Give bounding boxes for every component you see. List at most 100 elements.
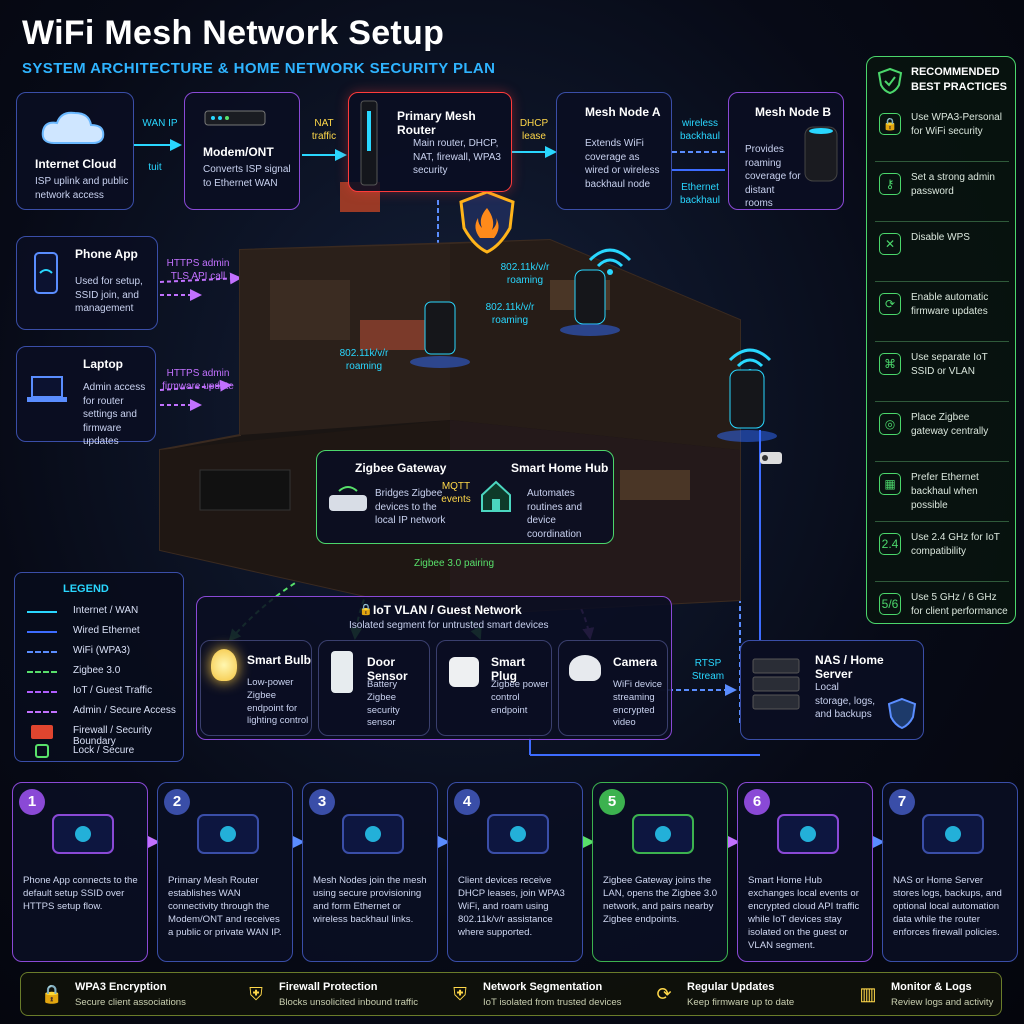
legend-label: Admin / Secure Access bbox=[73, 705, 176, 716]
legend-line bbox=[27, 631, 57, 633]
step-number: 4 bbox=[454, 789, 480, 815]
best-practice-item: ✕ Disable WPS bbox=[875, 227, 1009, 277]
https-admin-firmware-label: HTTPS admin firmware update bbox=[162, 368, 234, 392]
firewall-icon bbox=[31, 725, 53, 739]
modem-icon bbox=[204, 110, 266, 126]
step-text: Mesh Nodes join the mesh using secure pr… bbox=[313, 875, 427, 925]
phone-app-desc: Used for setup, SSID join, and managemen… bbox=[75, 276, 143, 314]
step-text: Primary Mesh Router establishes WAN conn… bbox=[168, 875, 282, 938]
legend-label: Internet / WAN bbox=[73, 605, 139, 616]
footer-item-title: Monitor & Logs bbox=[891, 981, 972, 993]
camera-icon bbox=[760, 452, 782, 464]
step-number: 6 bbox=[744, 789, 770, 815]
mesh-node-b-title: Mesh Node B bbox=[755, 105, 832, 119]
plug-icon bbox=[449, 657, 479, 687]
step-illustration bbox=[777, 814, 839, 854]
tv bbox=[199, 469, 291, 511]
best-practice-item: 🔒Use WPA3-Personal for WiFi security bbox=[875, 107, 1009, 157]
separator bbox=[875, 521, 1009, 522]
band-56-icon: 5/6 bbox=[879, 593, 901, 615]
footer-item-desc: Secure client associations bbox=[75, 997, 186, 1008]
primary-router-desc: Main router, DHCP, NAT, firewall, WPA3 s… bbox=[413, 138, 501, 176]
lock-icon bbox=[35, 744, 49, 758]
best-practice-text: Use WPA3-Personal for WiFi security bbox=[911, 112, 1002, 137]
nas-card[interactable]: NAS / Home Server Local storage, logs, a… bbox=[740, 640, 924, 740]
legend-dashed-line bbox=[27, 651, 57, 653]
lock-icon: 🔒 bbox=[40, 984, 64, 1004]
phone-app-card[interactable]: Phone App Used for setup, SSID join, and… bbox=[16, 236, 158, 330]
ethernet-icon: ▦ bbox=[879, 473, 901, 495]
smart-bulb-card[interactable]: Smart Bulb Low-power Zigbee endpoint for… bbox=[200, 640, 312, 736]
legend-item: IoT / Guest Traffic bbox=[25, 683, 181, 701]
door-sensor-title: Door Sensor bbox=[367, 655, 408, 683]
footer-item-title: WPA3 Encryption bbox=[75, 981, 167, 993]
legend-label: Zigbee 3.0 bbox=[73, 665, 121, 676]
best-practice-item: ◎Place Zigbee gateway centrally bbox=[875, 407, 1009, 457]
roaming-label-3: 802.11k/v/r roaming bbox=[339, 348, 389, 372]
modem-card[interactable]: Modem/ONT Converts ISP signal to Etherne… bbox=[184, 92, 300, 210]
wan-links bbox=[134, 139, 725, 171]
footer-item-title: Network Segmentation bbox=[483, 981, 603, 993]
door-sensor-card[interactable]: Door Sensor Battery Zigbee security sens… bbox=[318, 640, 430, 736]
modem-desc: Converts ISP signal to Ethernet WAN bbox=[203, 164, 291, 189]
network-icon: ⌘ bbox=[879, 353, 901, 375]
legend-item: Lock / Secure bbox=[25, 743, 181, 761]
lan-bottom-links bbox=[529, 684, 760, 756]
disable-icon: ✕ bbox=[879, 233, 901, 255]
step-illustration bbox=[632, 814, 694, 854]
step-illustration bbox=[487, 814, 549, 854]
footer-item-desc: Review logs and activity bbox=[891, 997, 994, 1008]
best-practice-text: Prefer Ethernet backhaul when possible bbox=[911, 472, 979, 511]
best-practice-item: 5/6 Use 5 GHz / 6 GHz for client performa… bbox=[875, 587, 1009, 637]
best-practice-text: Set a strong admin password bbox=[911, 172, 995, 197]
step-number: 1 bbox=[19, 789, 45, 815]
mesh-node-b-card[interactable]: Mesh Node B Provides roaming coverage fo… bbox=[728, 92, 844, 210]
internet-cloud-title: Internet Cloud bbox=[35, 157, 117, 171]
laptop-card[interactable]: Laptop Admin access for router settings … bbox=[16, 346, 156, 447]
legend-dashed-line bbox=[27, 671, 57, 673]
separator bbox=[875, 581, 1009, 582]
best-practice-text: Use 5 GHz / 6 GHz for client performance bbox=[911, 592, 1008, 617]
legend-item: Admin / Secure Access bbox=[25, 703, 181, 721]
refresh-icon: ⟳ bbox=[879, 293, 901, 315]
step-number: 7 bbox=[889, 789, 915, 815]
legend-title: LEGEND bbox=[63, 583, 109, 595]
zigbee-pairing-label: Zigbee 3.0 pairing bbox=[413, 558, 495, 569]
router-icon bbox=[360, 100, 378, 186]
camera-card[interactable]: Camera WiFi device streaming encrypted v… bbox=[558, 640, 668, 736]
door-sensor-icon bbox=[331, 651, 353, 693]
roaming-label-2: 802.11k/v/r roaming bbox=[485, 302, 535, 326]
best-practice-text: Disable WPS bbox=[911, 232, 970, 243]
legend-arrow bbox=[27, 711, 57, 713]
smart-plug-title: Smart Plug bbox=[491, 655, 526, 683]
primary-router-card[interactable]: Primary Mesh Router Main router, DHCP, N… bbox=[348, 92, 512, 192]
node-a-tower bbox=[574, 269, 606, 325]
separator bbox=[875, 161, 1009, 162]
mesh-node-b-desc: Provides roaming coverage for distant ro… bbox=[745, 144, 801, 209]
step-text: Smart Home Hub exchanges local events or… bbox=[748, 875, 860, 951]
smart-plug-card[interactable]: Smart Plug Zigbee power control endpoint bbox=[436, 640, 552, 736]
step-number: 2 bbox=[164, 789, 190, 815]
separator bbox=[875, 281, 1009, 282]
best-practice-text: Place Zigbee gateway centrally bbox=[911, 412, 989, 437]
mesh-node-a-card[interactable]: Mesh Node A Extends WiFi coverage as wir… bbox=[556, 92, 672, 210]
best-practice-item: ▦ Prefer Ethernet backhaul when possible bbox=[875, 467, 1009, 517]
update-icon: ⟳ bbox=[656, 984, 672, 1004]
legend-item: Wired Ethernet bbox=[25, 623, 181, 641]
lock-icon: 🔒 bbox=[359, 604, 373, 616]
bed bbox=[270, 280, 350, 340]
wireless-backhaul-label: wireless backhaul bbox=[679, 118, 721, 142]
wan-ip-label: WAN IP bbox=[142, 118, 178, 129]
internet-cloud-card[interactable]: Internet Cloud ISP uplink and public net… bbox=[16, 92, 134, 210]
